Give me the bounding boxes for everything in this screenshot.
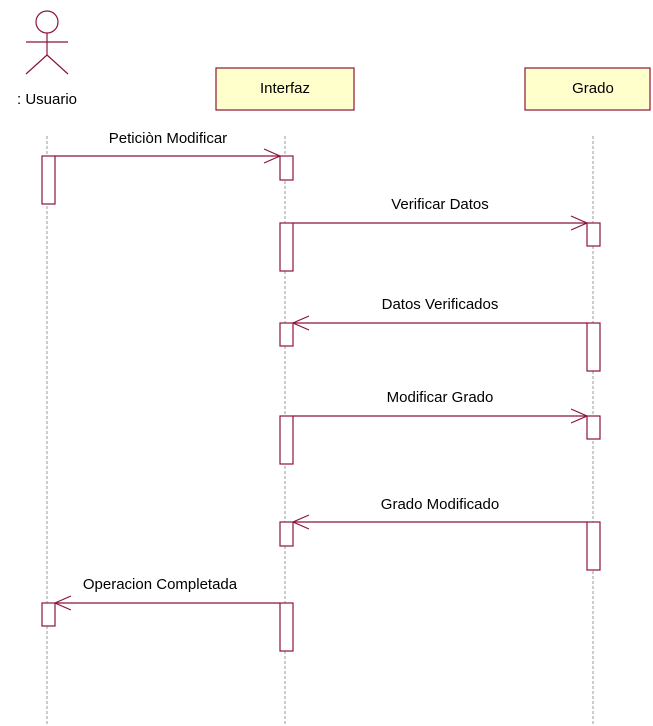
arrowhead-icon: [53, 595, 72, 611]
actor-label: : Usuario: [17, 91, 77, 108]
object-grado-label: Grado: [572, 80, 614, 97]
arrowhead-icon: [263, 148, 282, 164]
message-modificar-grado: Modificar Grado: [293, 389, 589, 424]
message-verificar-datos: Verificar Datos: [293, 196, 589, 231]
message-label: Peticiòn Modificar: [109, 130, 227, 147]
activation-interfaz-2: [279, 222, 294, 272]
activation-grado-3: [586, 415, 601, 440]
message-label: Grado Modificado: [381, 496, 499, 513]
message-peticion-modificar: Peticiòn Modificar: [55, 130, 282, 164]
object-grado-box: [524, 67, 651, 111]
message-label: Modificar Grado: [387, 389, 494, 406]
activation-interfaz-3: [279, 322, 294, 347]
message-operacion-completada: Operacion Completada: [53, 576, 280, 611]
arrowhead-icon: [570, 408, 589, 424]
actor-head-icon: [35, 10, 59, 34]
message-label: Operacion Completada: [83, 576, 238, 593]
object-interfaz-box: [215, 67, 355, 111]
message-datos-verificados: Datos Verificados: [291, 296, 587, 331]
actor-right-leg: [46, 54, 69, 75]
activation-interfaz-5: [279, 521, 294, 547]
activation-interfaz-6: [279, 602, 294, 652]
activation-usuario-1: [41, 155, 56, 205]
activation-grado-1: [586, 222, 601, 247]
arrowhead-icon: [570, 215, 589, 231]
activation-interfaz-4: [279, 415, 294, 465]
activation-usuario-2: [41, 602, 56, 627]
object-interfaz-label: Interfaz: [260, 80, 310, 97]
message-grado-modificado: Grado Modificado: [291, 496, 587, 530]
activation-interfaz-1: [279, 155, 294, 181]
arrowhead-icon: [291, 514, 310, 530]
message-label: Datos Verificados: [382, 296, 499, 313]
message-label: Verificar Datos: [391, 196, 489, 213]
activation-grado-2: [586, 322, 601, 372]
actor-usuario: : Usuario: [17, 10, 77, 108]
arrowhead-icon: [291, 315, 310, 331]
actor-left-leg: [25, 54, 48, 75]
activation-grado-4: [586, 521, 601, 571]
